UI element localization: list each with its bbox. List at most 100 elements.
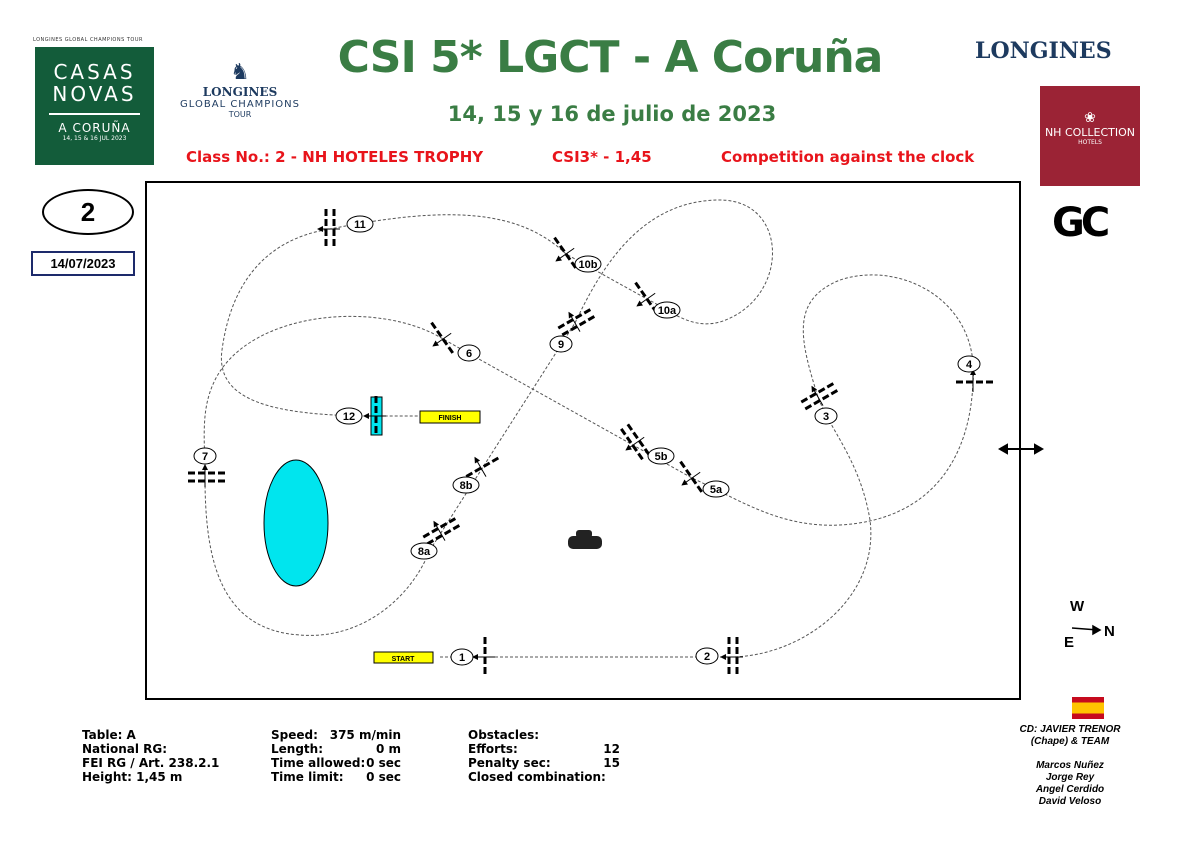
logo-text: 14, 15 & 16 JUL 2023 [62, 135, 127, 142]
fence-icon [720, 637, 743, 677]
obstacle-10a: 10a [634, 281, 681, 319]
fence-icon [554, 308, 596, 338]
logo-text: NOVAS [52, 82, 137, 106]
obstacle-8a: 8a [410, 517, 461, 560]
svg-text:START: START [392, 656, 416, 663]
fence-icon [553, 236, 579, 272]
car-icon [568, 530, 602, 549]
course-path [203, 199, 974, 658]
obstacle-number [814, 407, 838, 425]
event-dates: 14, 15 y 16 de julio de 2023 [447, 102, 777, 126]
info-national: National RG: [82, 742, 168, 756]
fence-icon [363, 396, 386, 436]
obstacle-11: 11 [317, 209, 374, 249]
obstacle-number [702, 480, 730, 498]
svg-text:5b: 5b [655, 451, 668, 463]
logo-text: LONGINES [202, 85, 278, 99]
obstacle-number [193, 447, 217, 465]
fence-icon [430, 321, 456, 357]
fence-icon [419, 517, 461, 547]
gc-logo: GC [1052, 200, 1110, 246]
svg-text:FINISH: FINISH [439, 415, 462, 422]
compass-icon [1071, 624, 1102, 636]
info-height: Height: 1,45 m [82, 770, 183, 784]
svg-text:9: 9 [558, 339, 564, 351]
exit-arrow-icon [997, 443, 1045, 455]
level-label: CSI3* - 1,45 [552, 148, 652, 166]
water-pond [263, 459, 329, 587]
page-title: CSI 5* LGCT - A Coruña [337, 32, 884, 83]
svg-text:12: 12 [343, 411, 355, 423]
fence-icon [620, 423, 652, 463]
compass-n: N [1104, 623, 1115, 640]
obstacle-7: 7 [185, 447, 225, 487]
obstacle-number [457, 344, 481, 362]
svg-text:1: 1 [459, 652, 465, 664]
finish-label: FINISH [419, 410, 481, 424]
obstacle-1: 1 [450, 637, 495, 677]
svg-text:8b: 8b [460, 480, 473, 492]
svg-text:11: 11 [354, 219, 366, 231]
obstacle-number [346, 215, 374, 233]
obstacle-6: 6 [430, 321, 481, 362]
obstacle-number [957, 355, 981, 373]
svg-text:3: 3 [823, 411, 829, 423]
arena-border [145, 181, 1021, 700]
class-label: Class No.: 2 - NH HOTELES TROPHY [186, 148, 484, 166]
obstacle-number [335, 407, 363, 425]
svg-text:2: 2 [704, 651, 710, 663]
obstacle-number [574, 255, 602, 273]
obstacle-number [549, 335, 573, 353]
compass-w: W [1070, 598, 1085, 615]
class-number: 2 [42, 189, 134, 235]
svg-text:10a: 10a [658, 305, 677, 317]
spain-flag-icon [1072, 697, 1104, 719]
obstacle-9: 9 [549, 308, 596, 353]
obstacle-8b: 8b [452, 456, 500, 494]
svg-text:4: 4 [966, 359, 973, 371]
lgct-logo: ♞ LONGINES GLOBAL CHAMPIONS TOUR [170, 60, 310, 119]
obstacle-number [647, 447, 675, 465]
course-designer: CD: JAVIER TRENOR(Chape) & TEAM Marcos N… [1019, 724, 1121, 807]
obstacle-number [695, 647, 719, 665]
fence-icon [462, 456, 500, 480]
obstacle-12: 12 [335, 396, 386, 436]
info-fei: FEI RG / Art. 238.2.1 [82, 756, 220, 770]
logo-text: CASAS [53, 60, 136, 84]
obstacle-4: 4 [953, 355, 993, 392]
logo-text: TOUR [228, 110, 252, 119]
info-col-2: Speed:375 m/min Length:0 m Time allowed:… [271, 728, 401, 784]
logo-text: NH COLLECTION [1044, 126, 1136, 139]
obstacle-10b: 10b [553, 236, 602, 273]
competition-label: Competition against the clock [721, 148, 975, 166]
start-label: START [373, 651, 434, 664]
class-date: 14/07/2023 [31, 251, 135, 276]
info-col-3: Obstacles: Efforts:12 Penalty sec:15 Clo… [468, 728, 620, 784]
svg-text:5a: 5a [710, 484, 723, 496]
fence-icon [679, 460, 705, 496]
obstacle-number [450, 648, 474, 666]
compass-e: E [1064, 634, 1074, 651]
casas-novas-logo: CASAS NOVAS A CORUÑA 14, 15 & 16 JUL 202… [35, 47, 154, 165]
obstacle-3: 3 [797, 382, 839, 425]
fence-icon [797, 382, 839, 412]
nh-collection-logo: ❀ NH COLLECTION HOTELS [1040, 86, 1140, 186]
svg-text:7: 7 [202, 451, 208, 463]
obstacle-number [653, 301, 681, 319]
svg-text:10b: 10b [579, 259, 598, 271]
casas-novas-caption: LONGINES GLOBAL CHAMPIONS TOUR [33, 37, 143, 43]
obstacle-5a: 5a [679, 460, 730, 498]
fence-icon [472, 637, 495, 677]
fence-icon [953, 369, 993, 392]
obstacle-number [410, 542, 438, 560]
obstacle-2: 2 [695, 637, 743, 677]
info-table: Table: A [82, 728, 136, 742]
horse-icon: ♞ [230, 60, 250, 85]
logo-text: GLOBAL CHAMPIONS [180, 99, 300, 110]
obstacle-number [452, 476, 480, 494]
fence-icon [185, 464, 225, 487]
logo-text: HOTELS [1078, 139, 1102, 146]
svg-text:8a: 8a [418, 546, 431, 558]
